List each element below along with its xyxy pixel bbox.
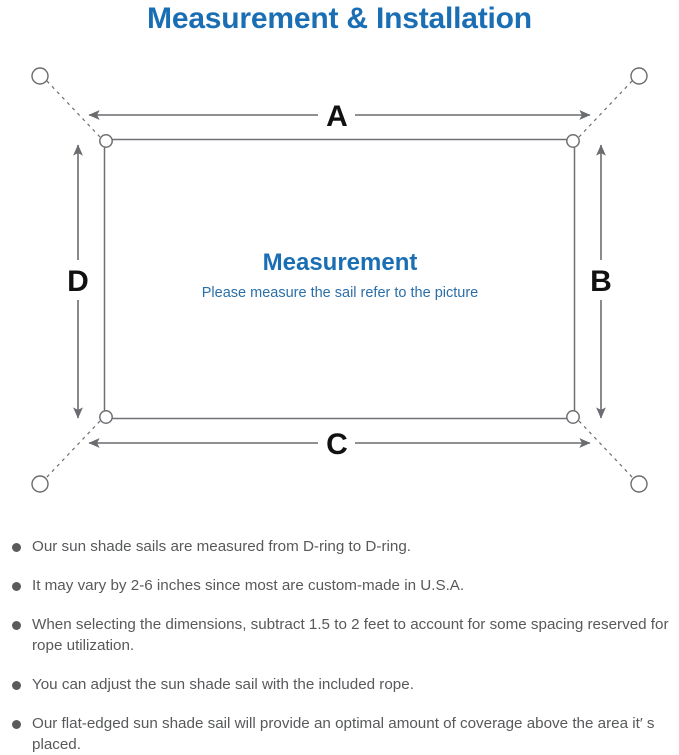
sail-outline [103,138,576,420]
notes-list: Our sun shade sails are measured from D-… [0,524,679,753]
sail-center-subtitle: Please measure the sail refer to the pic… [202,285,478,301]
anchor-points [31,67,648,493]
rope-line-bottom-left [45,420,101,479]
page-title: Measurement & Installation [147,2,532,35]
list-item: You can adjust the sun shade sail with t… [12,674,674,695]
dimension-label-d: D [67,265,89,298]
note-text: Our sun shade sails are measured from D-… [32,538,411,555]
bullet-icon [12,582,21,591]
note-text: It may vary by 2-6 inches since most are… [32,577,465,594]
d-ring-top-right-icon [566,134,580,148]
bullet-icon [12,621,21,630]
d-rings [99,134,580,424]
bullet-icon [12,543,21,552]
rope-line-top-left [45,79,101,138]
bullet-icon [12,720,21,729]
anchor-bottom-right-icon [630,475,648,493]
note-text: You can adjust the sun shade sail with t… [32,676,414,693]
d-ring-bottom-right-icon [566,410,580,424]
dimension-label-a: A [326,100,348,133]
note-text: Our flat-edged sun shade sail will provi… [32,715,655,753]
bullet-icon [12,681,21,690]
list-item: Our flat-edged sun shade sail will provi… [12,713,674,755]
list-item: When selecting the dimensions, subtract … [12,614,674,656]
rope-line-top-right [578,79,634,138]
list-item: Our sun shade sails are measured from D-… [12,536,674,557]
rope-lines [45,79,634,479]
d-ring-bottom-left-icon [99,410,113,424]
anchor-top-right-icon [630,67,648,85]
d-ring-top-left-icon [99,134,113,148]
rope-line-bottom-right [578,420,634,479]
list-item: It may vary by 2-6 inches since most are… [12,575,674,596]
dimension-label-c: C [326,428,348,461]
anchor-top-left-icon [31,67,49,85]
dimension-label-b: B [590,265,612,298]
note-text: When selecting the dimensions, subtract … [32,616,669,654]
sail-measurement-diagram: A C D B Measurement Please measure the s… [0,52,679,522]
sail-center-title: Measurement [263,249,418,276]
anchor-bottom-left-icon [31,475,49,493]
